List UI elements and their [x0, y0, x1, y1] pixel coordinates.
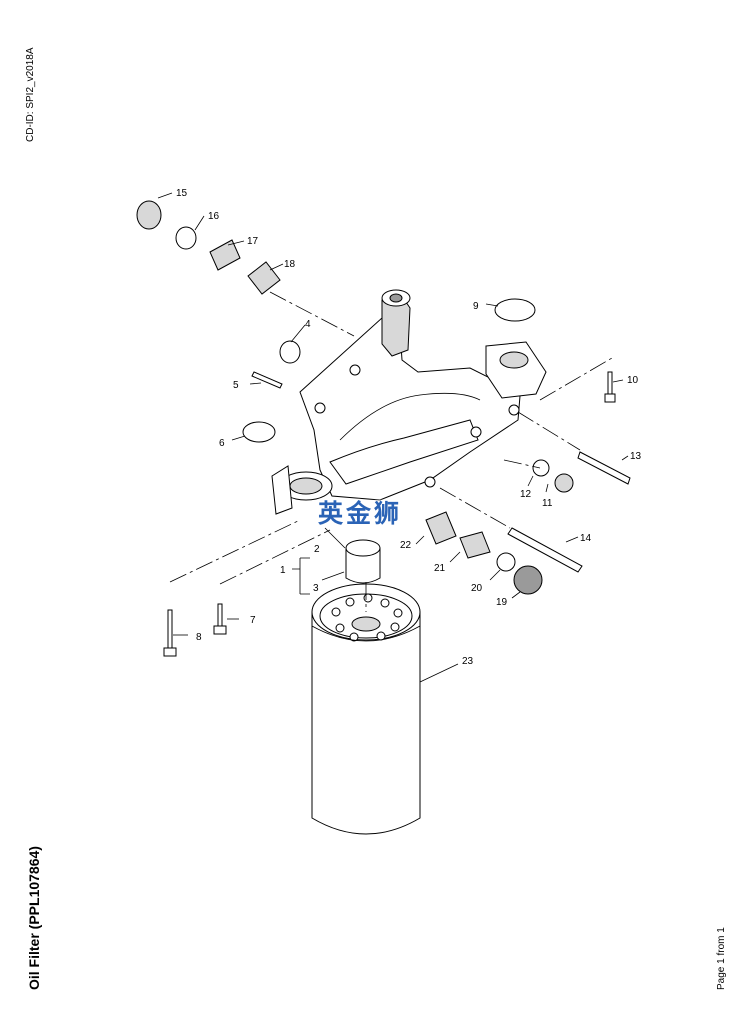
small-parts — [136, 200, 631, 657]
watermark-logo: 英金狮 — [318, 499, 403, 528]
callout-10: 10 — [627, 375, 639, 386]
callout-1: 1 — [280, 565, 286, 576]
callout-labels: 1 2 3 4 5 6 7 8 9 10 11 12 13 14 15 16 1… — [176, 188, 642, 667]
callout-3: 3 — [313, 583, 319, 594]
callout-17: 17 — [247, 236, 259, 247]
callout-21: 21 — [434, 563, 446, 574]
callout-7: 7 — [250, 615, 256, 626]
callout-13: 13 — [630, 451, 642, 462]
callout-5: 5 — [233, 380, 239, 391]
callout-9: 9 — [473, 301, 479, 312]
plug-15 — [136, 200, 162, 230]
callout-6: 6 — [219, 438, 225, 449]
leader-lines — [157, 192, 629, 683]
callout-14: 14 — [580, 533, 592, 544]
filter-housing — [271, 289, 547, 515]
callout-11: 11 — [542, 498, 553, 509]
callout-4: 4 — [305, 319, 311, 330]
callout-15: 15 — [176, 188, 188, 199]
callout-16: 16 — [208, 211, 220, 222]
callout-18: 18 — [284, 259, 296, 270]
callout-23: 23 — [462, 656, 474, 667]
callout-22: 22 — [400, 540, 412, 551]
callout-12: 12 — [520, 489, 532, 500]
callout-20: 20 — [471, 583, 483, 594]
oil-filter-canister — [311, 583, 421, 835]
callout-19: 19 — [496, 597, 508, 608]
callout-2: 2 — [314, 544, 320, 555]
callout-8: 8 — [196, 632, 202, 643]
